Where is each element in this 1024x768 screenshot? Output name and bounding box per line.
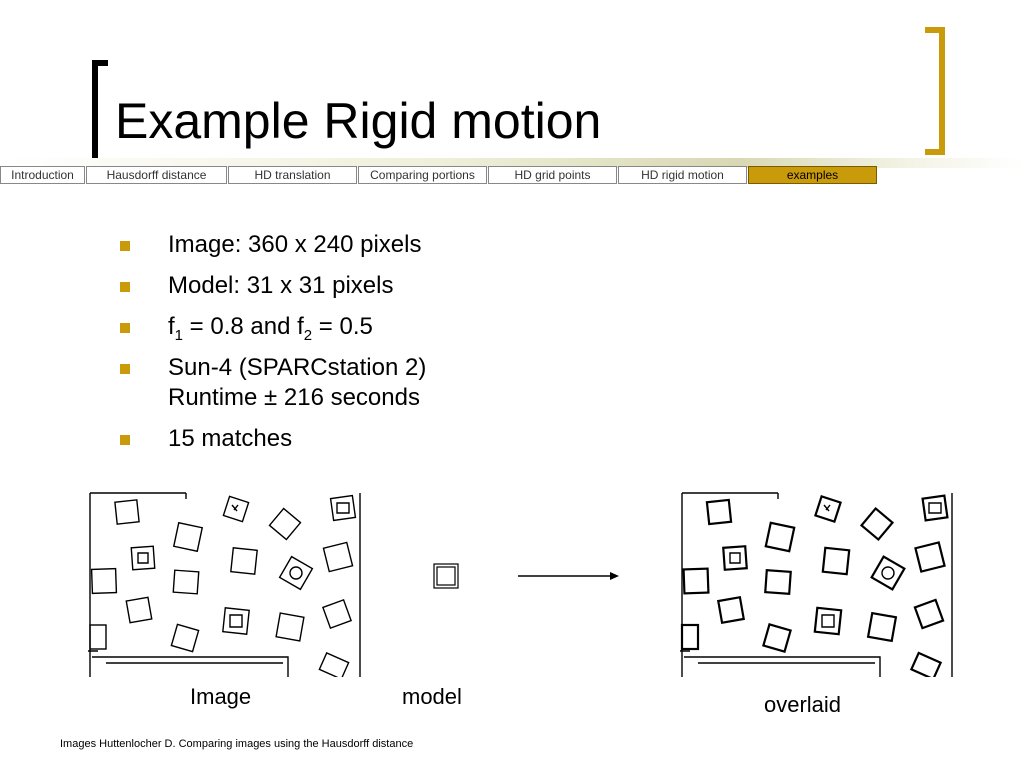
list-item: f1 = 0.8 and f2 = 0.5 <box>118 312 426 344</box>
bullet-square-icon <box>120 435 130 445</box>
right-bracket-decoration <box>925 27 945 155</box>
list-item: Image: 360 x 240 pixels <box>118 230 426 260</box>
model-caption: model <box>402 684 462 709</box>
tab-hd-translation[interactable]: HD translation <box>228 166 357 184</box>
bullet-square-icon <box>120 364 130 374</box>
image-caption: Image <box>190 684 252 709</box>
bullet-matches: 15 matches <box>168 425 293 452</box>
bullet-image-size: Image: 360 x 240 pixels <box>168 231 422 258</box>
bullet-list: Image: 360 x 240 pixels Model: 31 x 31 p… <box>118 230 426 465</box>
overlaid-image-figure <box>680 492 953 677</box>
model-square-figure <box>433 563 459 589</box>
nav-strip <box>0 158 1024 168</box>
tab-introduction[interactable]: Introduction <box>0 166 85 184</box>
overlaid-caption: overlaid <box>764 692 842 717</box>
section-tabs: Introduction Hausdorff distance HD trans… <box>0 166 878 184</box>
tab-hd-grid-points[interactable]: HD grid points <box>488 166 617 184</box>
bullet-fractions: f1 = 0.8 and f2 = 0.5 <box>168 313 373 344</box>
block-shapes <box>89 494 357 677</box>
bullet-model-size: Model: 31 x 31 pixels <box>168 272 394 299</box>
list-item: Model: 31 x 31 pixels <box>118 271 426 301</box>
slide-title: Example Rigid motion <box>115 93 602 149</box>
edge-image-figure <box>88 492 361 677</box>
tab-hausdorff-distance[interactable]: Hausdorff distance <box>86 166 227 184</box>
matched-block-shapes <box>680 494 949 677</box>
tab-examples[interactable]: examples <box>748 166 877 184</box>
arrow-right-icon <box>518 572 619 580</box>
bullet-runtime: Runtime ± 216 seconds <box>168 384 420 411</box>
bullet-square-icon <box>120 241 130 251</box>
bullet-square-icon <box>120 323 130 333</box>
tab-hd-rigid-motion[interactable]: HD rigid motion <box>618 166 747 184</box>
list-item: 15 matches <box>118 424 426 454</box>
citation-footnote: Images Huttenlocher D. Comparing images … <box>60 738 414 750</box>
bullet-machine: Sun-4 (SPARCstation 2) <box>168 354 427 381</box>
list-item: Sun-4 (SPARCstation 2) Runtime ± 216 sec… <box>118 353 426 413</box>
bullet-square-icon <box>120 282 130 292</box>
tab-comparing-portions[interactable]: Comparing portions <box>358 166 487 184</box>
